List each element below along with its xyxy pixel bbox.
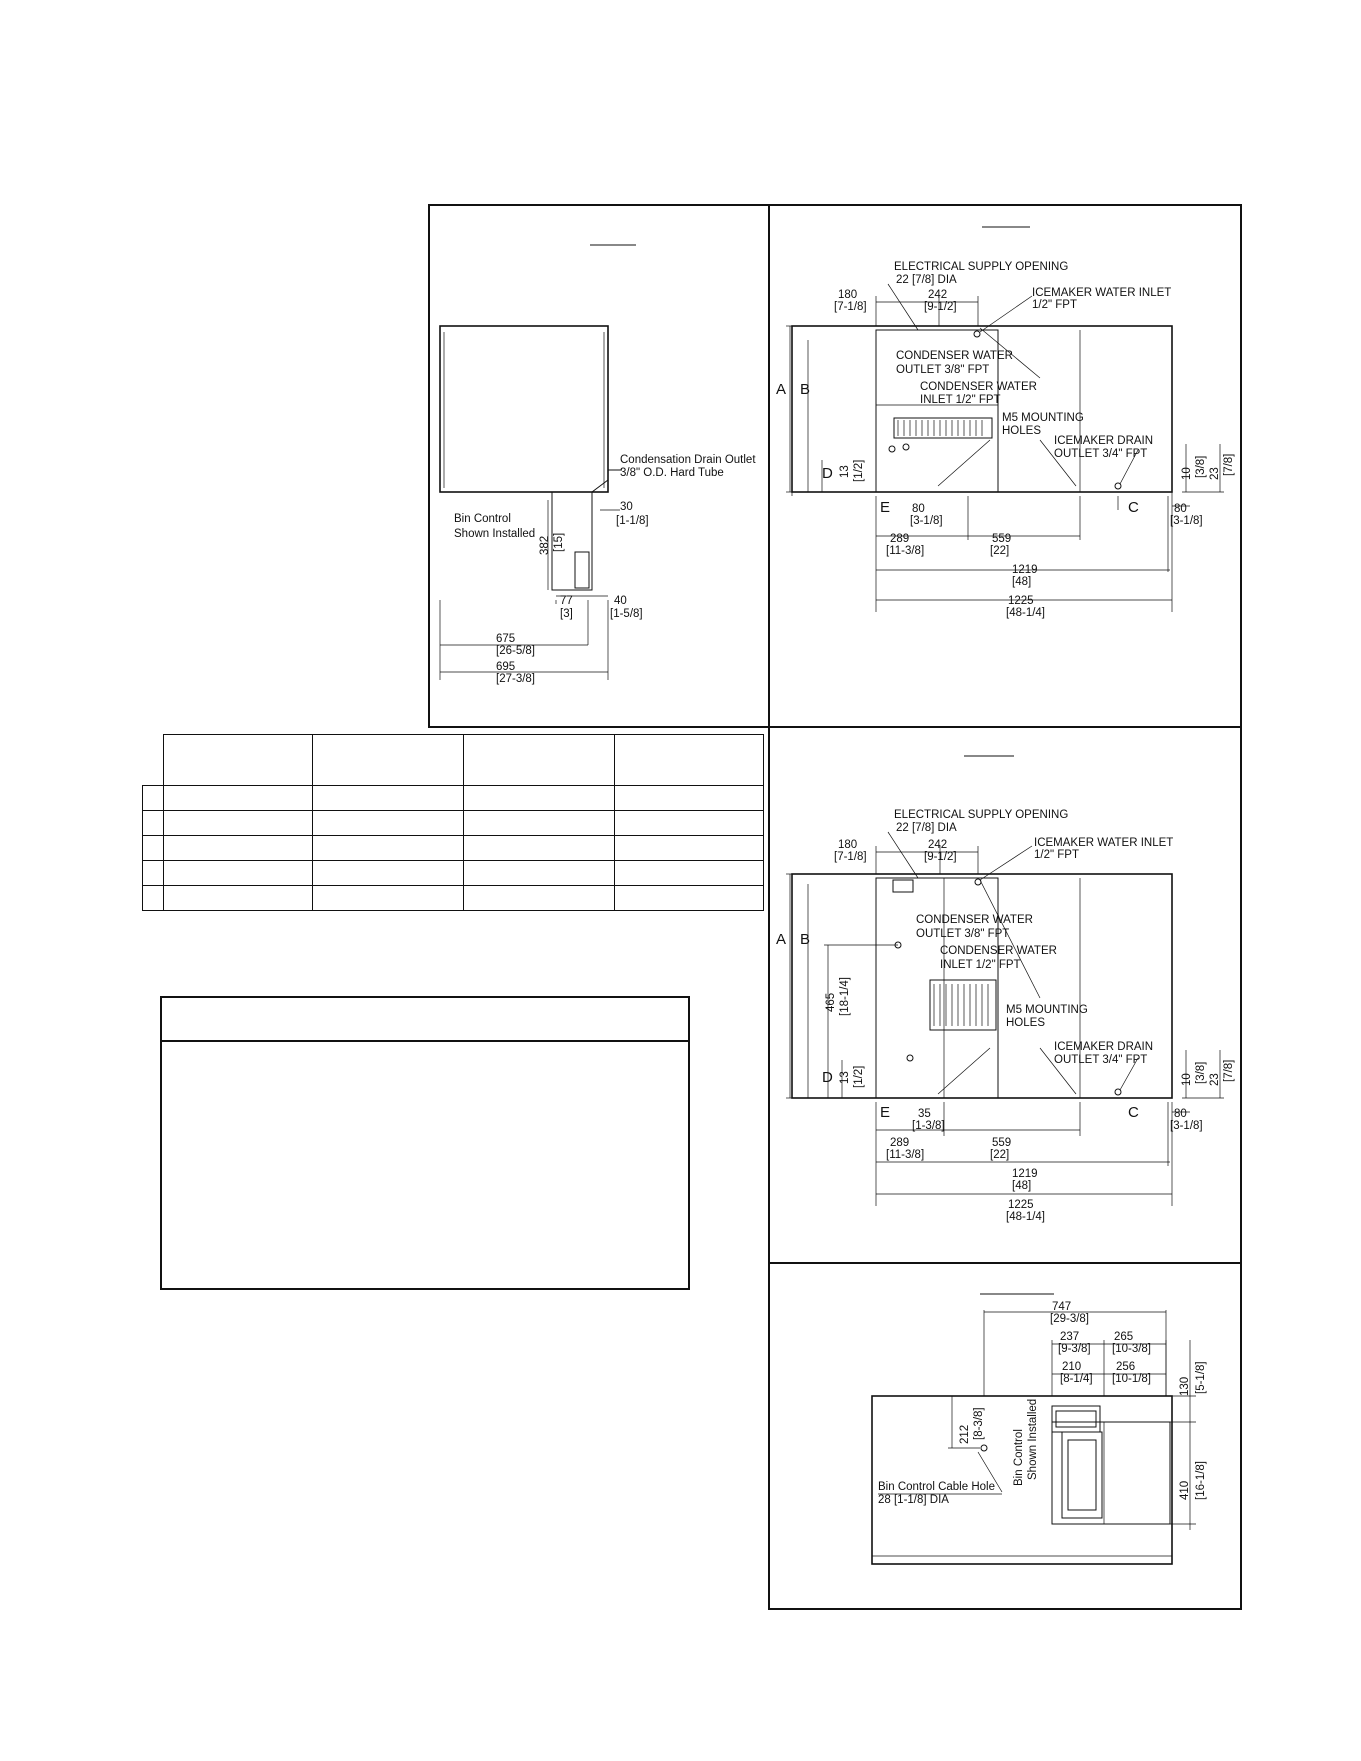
- dimension-table: [142, 734, 764, 911]
- notes-box: [160, 996, 690, 1290]
- notes-header: [162, 998, 688, 1042]
- top-view-frame: [768, 1262, 1242, 1610]
- front-view-1-frame: [768, 204, 1242, 728]
- front-view-2-frame: [768, 726, 1242, 1264]
- side-view-frame: [428, 204, 770, 728]
